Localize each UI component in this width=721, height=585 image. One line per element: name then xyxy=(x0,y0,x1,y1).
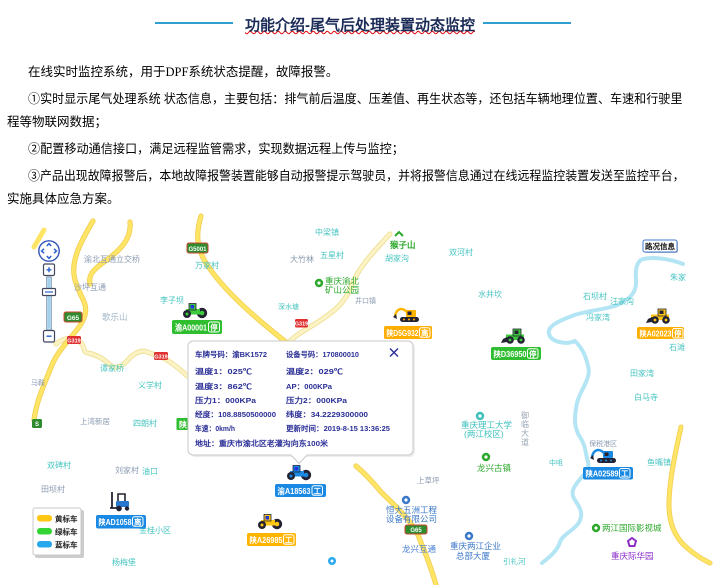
svg-text:龙兴古镇: 龙兴古镇 xyxy=(477,463,512,473)
svg-text:田坝村: 田坝村 xyxy=(41,484,65,494)
svg-text:停: 停 xyxy=(210,322,218,332)
svg-text:G65: G65 xyxy=(67,315,80,322)
svg-text:猴子山: 猴子山 xyxy=(389,240,416,250)
svg-text:重庆理工大学: 重庆理工大学 xyxy=(461,420,513,430)
svg-text:马鞍: 马鞍 xyxy=(31,378,45,387)
svg-text:工: 工 xyxy=(313,487,321,496)
svg-text:更新时间：2019-8-15 13:36:25: 更新时间：2019-8-15 13:36:25 xyxy=(286,423,390,433)
svg-text:绿标车: 绿标车 xyxy=(55,527,78,537)
svg-text:温度2：029℃: 温度2：029℃ xyxy=(286,366,344,376)
svg-text:冯家湾: 冯家湾 xyxy=(586,312,610,322)
svg-text:离: 离 xyxy=(134,517,142,527)
svg-text:御临大道: 御临大道 xyxy=(521,410,529,447)
svg-text:胡家沟: 胡家沟 xyxy=(385,253,409,263)
svg-text:总部大厦: 总部大厦 xyxy=(456,551,491,561)
svg-text:汪家沟: 汪家沟 xyxy=(610,296,634,306)
svg-text:李子坝: 李子坝 xyxy=(160,295,184,305)
svg-text:工: 工 xyxy=(285,536,293,545)
svg-text:温度1：025℃: 温度1：025℃ xyxy=(195,366,253,376)
svg-text:歌乐山: 歌乐山 xyxy=(102,312,128,322)
svg-text:陕AD1058: 陕AD1058 xyxy=(99,517,132,527)
svg-text:温度3：862℃: 温度3：862℃ xyxy=(195,381,253,391)
svg-text:车牌号码：渝BK1572: 车牌号码：渝BK1572 xyxy=(195,349,267,359)
svg-text:S: S xyxy=(35,422,39,428)
svg-text:上湾新居: 上湾新居 xyxy=(80,416,110,426)
svg-text:双河村: 双河村 xyxy=(449,247,473,257)
svg-text:重庆两江企业: 重庆两江企业 xyxy=(450,541,501,551)
svg-text:蓝标车: 蓝标车 xyxy=(55,540,78,550)
svg-text:五星村: 五星村 xyxy=(320,250,344,260)
svg-text:G319: G319 xyxy=(295,322,308,328)
svg-text:渝A18563: 渝A18563 xyxy=(277,486,311,496)
svg-text:井口镇: 井口镇 xyxy=(355,296,376,305)
svg-text:离: 离 xyxy=(421,328,429,338)
svg-text:路况信息: 路况信息 xyxy=(645,241,675,251)
svg-text:渝A00001: 渝A00001 xyxy=(175,323,207,333)
svg-text:(两江校区): (两江校区) xyxy=(464,429,504,439)
svg-text:两江国际影视城: 两江国际影视城 xyxy=(602,523,662,533)
svg-text:G319: G319 xyxy=(67,339,80,345)
svg-text:刘家村: 刘家村 xyxy=(115,465,139,475)
svg-text:陕: 陕 xyxy=(179,420,187,430)
svg-text:重庆渝北: 重庆渝北 xyxy=(325,276,360,286)
svg-text:朱家: 朱家 xyxy=(670,272,686,282)
svg-text:渝北互通立交桥: 渝北互通立交桥 xyxy=(84,254,140,264)
svg-text:陕D36950: 陕D36950 xyxy=(494,349,527,359)
svg-text:水井坎: 水井坎 xyxy=(478,289,502,299)
svg-text:工: 工 xyxy=(621,469,629,478)
svg-text:陕A26985: 陕A26985 xyxy=(250,535,283,545)
svg-text:引礼河: 引礼河 xyxy=(503,556,526,566)
svg-text:经度：108.8850500000: 经度：108.8850500000 xyxy=(195,409,276,419)
svg-text:恒大五洲工程: 恒大五洲工程 xyxy=(386,505,438,515)
svg-text:石坝村: 石坝村 xyxy=(583,291,607,301)
svg-text:深水塘: 深水塘 xyxy=(278,302,299,311)
svg-text:上草坪: 上草坪 xyxy=(417,475,440,485)
svg-text:设备号码：170800010: 设备号码：170800010 xyxy=(286,349,359,359)
svg-text:白马寺: 白马寺 xyxy=(634,392,658,402)
svg-text:车速：0km/h: 车速：0km/h xyxy=(195,423,235,433)
svg-text:金桂小区: 金桂小区 xyxy=(139,525,171,535)
svg-text:压力2：000KPa: 压力2：000KPa xyxy=(286,395,348,405)
svg-text:AP：000KPa: AP：000KPa xyxy=(286,382,333,391)
svg-text:大竹林: 大竹林 xyxy=(290,254,314,264)
svg-text:压力1：000KPa: 压力1：000KPa xyxy=(195,395,257,405)
svg-text:四朗村: 四朗村 xyxy=(133,418,157,428)
svg-text:矿山公园: 矿山公园 xyxy=(325,285,359,295)
svg-text:陕A02023: 陕A02023 xyxy=(640,329,672,339)
svg-text:杨梅堡: 杨梅堡 xyxy=(112,557,136,567)
svg-text:陕D5G932: 陕D5G932 xyxy=(387,328,419,338)
svg-text:双碑村: 双碑村 xyxy=(47,460,71,470)
svg-text:万家村: 万家村 xyxy=(195,260,219,270)
svg-text:陕A02589: 陕A02589 xyxy=(586,469,619,479)
svg-text:保税港区: 保税港区 xyxy=(589,439,617,448)
svg-text:石滩: 石滩 xyxy=(669,342,685,352)
svg-text:纬度：34.2229300000: 纬度：34.2229300000 xyxy=(286,409,368,419)
svg-text:田家湾: 田家湾 xyxy=(630,368,654,378)
svg-text:停: 停 xyxy=(529,349,537,359)
svg-text:中梁镇: 中梁镇 xyxy=(315,227,339,237)
svg-text:停: 停 xyxy=(674,328,682,338)
svg-text:设备有限公司: 设备有限公司 xyxy=(386,514,437,524)
svg-text:沙坪互通: 沙坪互通 xyxy=(74,282,106,292)
svg-text:重庆际华园: 重庆际华园 xyxy=(611,551,654,561)
svg-text:鱼嘴镇: 鱼嘴镇 xyxy=(647,457,671,467)
svg-text:黄标车: 黄标车 xyxy=(55,514,78,524)
svg-text:G319: G319 xyxy=(154,355,167,361)
svg-text:油口: 油口 xyxy=(142,466,158,476)
svg-text:G65: G65 xyxy=(410,528,422,534)
svg-text:谭家桥: 谭家桥 xyxy=(100,363,124,373)
svg-text:义学村: 义学村 xyxy=(138,380,162,390)
svg-text:龙兴互通: 龙兴互通 xyxy=(402,544,437,554)
svg-text:G5001: G5001 xyxy=(188,247,207,253)
svg-text:中咀: 中咀 xyxy=(549,458,563,467)
svg-text:地址：重庆市渝北区老灌沟向东100米: 地址：重庆市渝北区老灌沟向东100米 xyxy=(195,438,329,448)
